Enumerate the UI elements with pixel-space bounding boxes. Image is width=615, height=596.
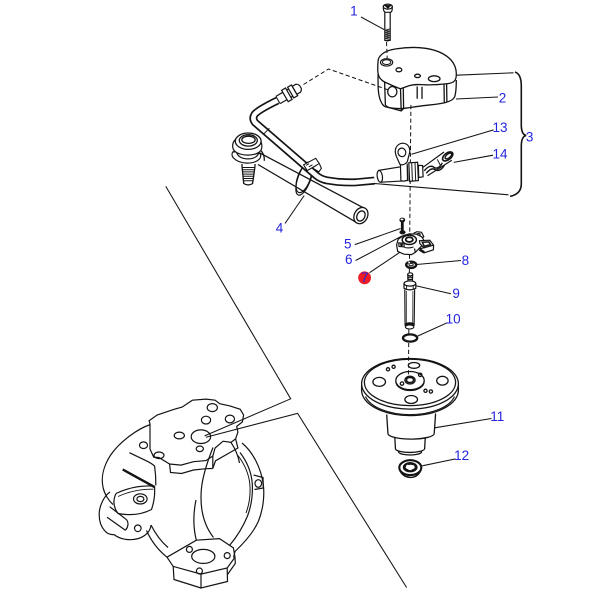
svg-text:14: 14 xyxy=(492,147,508,162)
svg-text:4: 4 xyxy=(276,220,284,235)
svg-text:3: 3 xyxy=(526,130,534,145)
svg-text:2: 2 xyxy=(499,91,507,106)
svg-text:7: 7 xyxy=(361,270,369,285)
svg-text:13: 13 xyxy=(492,120,507,135)
svg-text:1: 1 xyxy=(350,4,358,19)
svg-text:9: 9 xyxy=(452,286,460,301)
svg-text:11: 11 xyxy=(490,409,504,424)
svg-text:5: 5 xyxy=(344,236,352,251)
svg-text:6: 6 xyxy=(345,252,353,267)
svg-text:8: 8 xyxy=(462,253,470,268)
svg-text:12: 12 xyxy=(454,448,469,463)
svg-text:10: 10 xyxy=(446,312,461,327)
